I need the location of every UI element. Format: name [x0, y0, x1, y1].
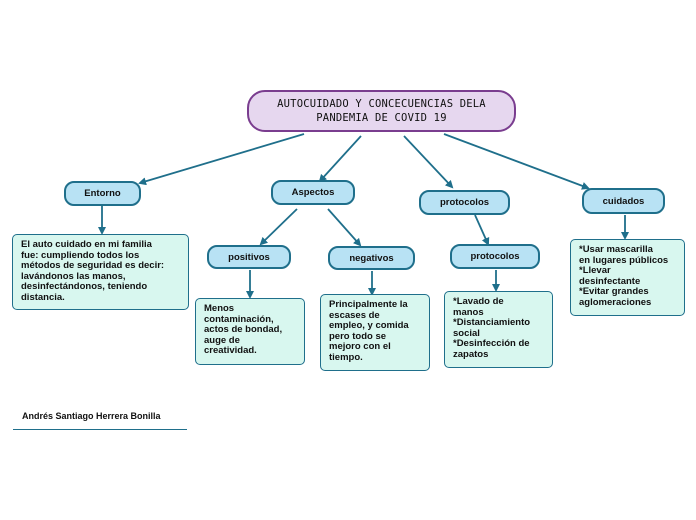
- connector-root-protocolos: [403, 135, 454, 189]
- entorno-description[interactable]: El auto cuidado en mi familia fue: cumpl…: [12, 234, 189, 310]
- root-topic-line-1: AUTOCUIDADO Y CONCECUENCIAS DELA: [277, 98, 486, 110]
- author-underline: [13, 429, 187, 430]
- node-positivos[interactable]: positivos: [207, 245, 291, 269]
- author-name: Andrés Santiago Herrera Bonilla: [22, 411, 161, 421]
- root-topic[interactable]: AUTOCUIDADO Y CONCECUENCIAS DELA PANDEMI…: [247, 90, 516, 132]
- negativos-description[interactable]: Principalmente la escases de empleo, y c…: [320, 294, 430, 371]
- node-cuidados[interactable]: cuidados: [582, 188, 665, 214]
- node-protocolos[interactable]: protocolos: [419, 190, 510, 215]
- root-topic-line-2: PANDEMIA DE COVID 19: [316, 112, 447, 124]
- node-aspectos[interactable]: Aspectos: [271, 180, 355, 205]
- connector-protocolos-sub: [474, 214, 490, 246]
- node-protocolos-sub[interactable]: protocolos: [450, 244, 540, 269]
- positivos-description[interactable]: Menos contaminación, actos de bondad, au…: [195, 298, 305, 365]
- node-negativos[interactable]: negativos: [328, 246, 415, 270]
- connector-root-aspectos: [318, 135, 362, 183]
- cuidados-description[interactable]: *Usar mascarilla en lugares públicos *Ll…: [570, 239, 685, 316]
- connector-root-entorno: [138, 133, 305, 186]
- connector-root-cuidados: [443, 133, 590, 190]
- connector-aspectos-negativos: [327, 208, 362, 247]
- connector-aspectos-positivos: [259, 208, 298, 246]
- node-entorno[interactable]: Entorno: [64, 181, 141, 206]
- protocolos-description[interactable]: *Lavado de manos *Distanciamiento social…: [444, 291, 553, 368]
